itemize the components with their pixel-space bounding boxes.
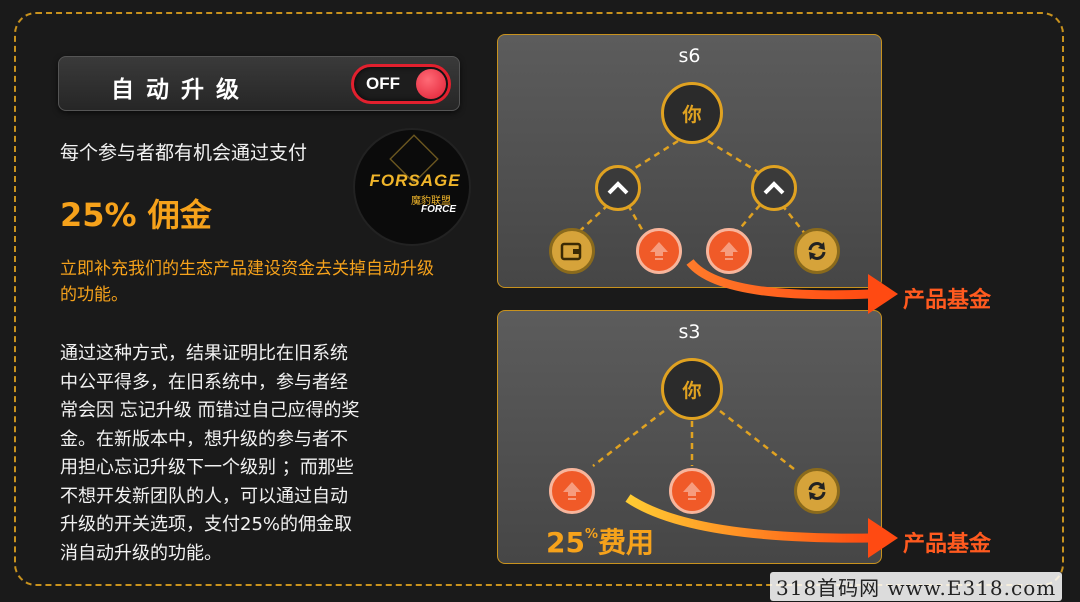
panel-title: s3 <box>678 321 701 343</box>
dashed-frame <box>14 12 1064 586</box>
product-fund-label-bottom: 产品基金 <box>903 532 992 557</box>
upgrade-arrow-icon <box>706 228 752 274</box>
product-fund-label-top: 产品基金 <box>903 288 992 313</box>
logo-main-text: FORSAGE <box>369 171 461 190</box>
panel-title: s6 <box>678 45 701 67</box>
toggle-knob[interactable] <box>416 69 446 99</box>
toggle-state-text: OFF <box>366 74 400 93</box>
chevron-up-icon <box>595 165 641 211</box>
fee-label: 25%费用 <box>546 521 654 561</box>
auto-upgrade-bar: 自动升级 OFF <box>58 56 460 111</box>
explanation-line: 中公平得多，在旧系统中，参与者经 <box>60 371 348 393</box>
commission-headline: 25% 佣金 <box>60 196 212 234</box>
fund-description: 立即补充我们的生态产品建设资金去关掉自动升级的功能。 <box>60 259 434 305</box>
upgrade-arrow-icon <box>636 228 682 274</box>
explanation-line: 常会因 忘记升级 而错过自己应得的奖 <box>60 400 360 421</box>
recycle-icon <box>794 468 840 514</box>
intro-text: 每个参与者都有机会通过支付 <box>60 142 308 164</box>
explanation-line: 用担心忘记升级下一个级别 ；而那些 <box>60 457 354 478</box>
logo-sub-text: 魔豹联盟 <box>411 196 451 207</box>
wallet-icon <box>549 228 595 274</box>
upgrade-arrow-icon <box>549 468 595 514</box>
upgrade-arrow-icon <box>669 468 715 514</box>
root-node-you: 你 <box>661 358 723 420</box>
root-node-you: 你 <box>661 82 723 144</box>
tree-lines <box>592 410 795 470</box>
logo-force-text: FORCE <box>421 204 456 215</box>
fee-percent: 25 <box>546 526 585 559</box>
explanation-line: 升级的开关选项，支付25%的佣金取 <box>60 514 353 535</box>
fee-percent-sign: % <box>584 527 598 542</box>
explanation-line: 消自动升级的功能。 <box>60 542 222 564</box>
panel-s6: s6 你 <box>497 34 882 288</box>
fee-text: 费用 <box>598 526 655 559</box>
recycle-icon <box>794 228 840 274</box>
explanation-line: 通过这种方式，结果证明比在旧系统 <box>60 343 348 364</box>
auto-upgrade-toggle[interactable]: OFF <box>351 64 451 104</box>
explanation-line: 不想开发新团队的人，可以通过自动 <box>60 485 348 507</box>
forsage-logo: FORSAGE 魔豹联盟 FORCE <box>353 128 471 246</box>
watermark: 318首码网 www.E318.com <box>770 572 1063 601</box>
chevron-up-icon <box>751 165 797 211</box>
explanation-line: 金。在新版本中，想升级的参与者不 <box>60 428 348 450</box>
auto-upgrade-label: 自动升级 <box>111 77 251 103</box>
explanation-text: 通过这种方式，结果证明比在旧系统 中公平得多，在旧系统中，参与者经 常会因 忘记… <box>60 340 440 568</box>
